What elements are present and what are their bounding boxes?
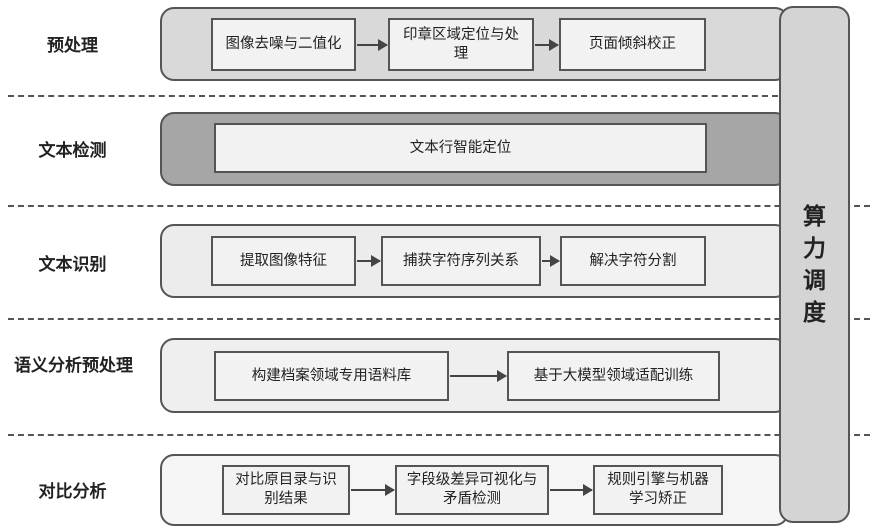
step-seal-region: 印章区域定位与处理 [388, 18, 534, 71]
divider-4 [8, 434, 870, 436]
arrow-recognition-2 [542, 255, 560, 267]
step-denoise-binarize: 图像去噪与二值化 [211, 18, 356, 71]
compute-scheduling-panel: 算力调度 [779, 6, 850, 523]
step-sequence-relation: 捕获字符序列关系 [381, 236, 541, 286]
step-llm-adaptation: 基于大模型领域适配训练 [507, 351, 720, 401]
divider-1 [8, 95, 778, 97]
arrow-semantic-1 [450, 370, 507, 382]
stage-label-text-detection: 文本检测 [38, 141, 107, 161]
divider-2 [8, 205, 870, 207]
step-skew-correction: 页面倾斜校正 [559, 18, 706, 71]
arrow-comparison-1 [351, 484, 395, 496]
divider-3 [8, 318, 870, 320]
arrow-recognition-1 [357, 255, 381, 267]
step-char-segmentation: 解决字符分割 [560, 236, 706, 286]
stage-label-semantic-analysis: 语义分析预处理 [14, 356, 133, 376]
step-rule-ml-correction: 规则引擎与机器学习矫正 [593, 465, 723, 515]
step-build-corpus: 构建档案领域专用语料库 [214, 351, 449, 401]
step-extract-features: 提取图像特征 [211, 236, 356, 286]
step-diff-visualization: 字段级差异可视化与矛盾检测 [395, 465, 549, 515]
step-text-line-locate: 文本行智能定位 [214, 123, 707, 173]
step-compare-catalog: 对比原目录与识别结果 [222, 465, 350, 515]
arrow-comparison-2 [550, 484, 593, 496]
stage-label-preprocess: 预处理 [47, 36, 98, 56]
compute-scheduling-label: 算力调度 [803, 203, 826, 326]
stage-label-text-recognition: 文本识别 [38, 255, 107, 275]
stage-label-comparison: 对比分析 [38, 482, 107, 502]
arrow-preprocess-2 [535, 39, 559, 51]
arrow-preprocess-1 [357, 39, 388, 51]
